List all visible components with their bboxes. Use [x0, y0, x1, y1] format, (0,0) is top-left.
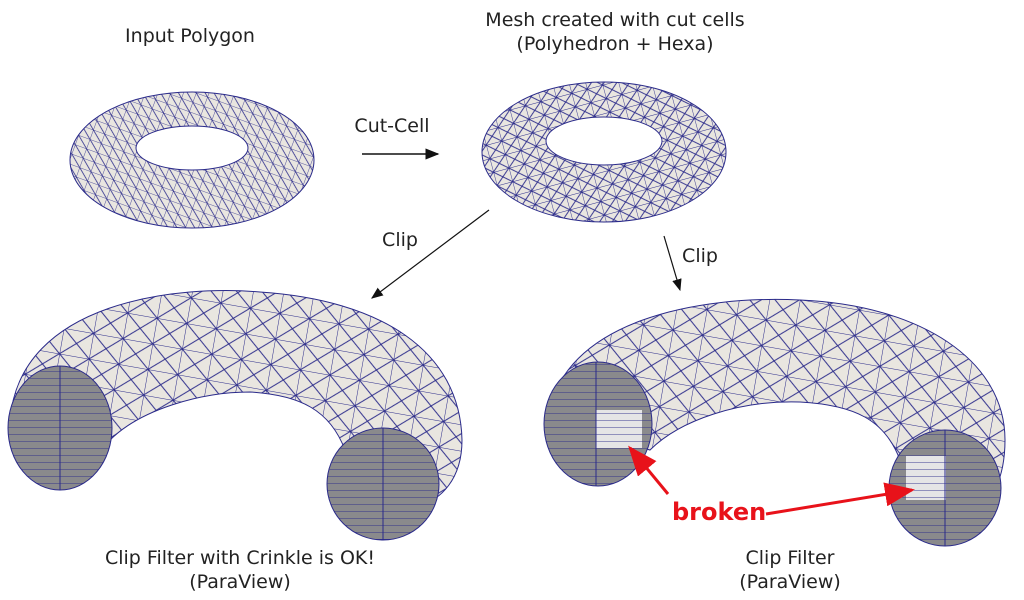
input-torus: [69, 91, 315, 229]
cut-cell-text: Cut-Cell: [354, 115, 430, 137]
clip-left-text: Clip: [382, 229, 418, 251]
clip-right-arrow: [663, 235, 682, 292]
clip-left-label: Clip: [375, 228, 425, 252]
cut-cell-torus: [481, 81, 727, 223]
clip-filter-caption-line1: Clip Filter: [745, 547, 835, 569]
clip-filter-caption-line2: (ParaView): [739, 571, 841, 593]
broken-arrow-left: [628, 445, 670, 495]
clip-left-arrow: [371, 209, 490, 299]
crinkle-caption-line2: (ParaView): [189, 571, 291, 593]
crinkle-caption: Clip Filter with Crinkle is OK! (ParaVie…: [80, 546, 400, 594]
clip-right-text: Clip: [682, 245, 718, 267]
clip-filter-caption: Clip Filter (ParaView): [690, 546, 890, 594]
input-polygon-text: Input Polygon: [125, 25, 255, 47]
broken-arrow-right: [765, 482, 915, 516]
crinkle-clipped-torus: [7, 290, 463, 541]
broken-clipped-torus: [543, 298, 1006, 547]
input-polygon-label: Input Polygon: [120, 24, 260, 48]
clip-right-label: Clip: [675, 244, 725, 268]
mesh-label-line1: Mesh created with cut cells: [485, 9, 745, 31]
cut-cell-label: Cut-Cell: [352, 114, 432, 138]
mesh-label-line2: (Polyhedron + Hexa): [516, 33, 714, 55]
mesh-label: Mesh created with cut cells (Polyhedron …: [470, 8, 760, 56]
broken-annotation: broken: [672, 498, 767, 526]
crinkle-caption-line1: Clip Filter with Crinkle is OK!: [104, 547, 376, 569]
